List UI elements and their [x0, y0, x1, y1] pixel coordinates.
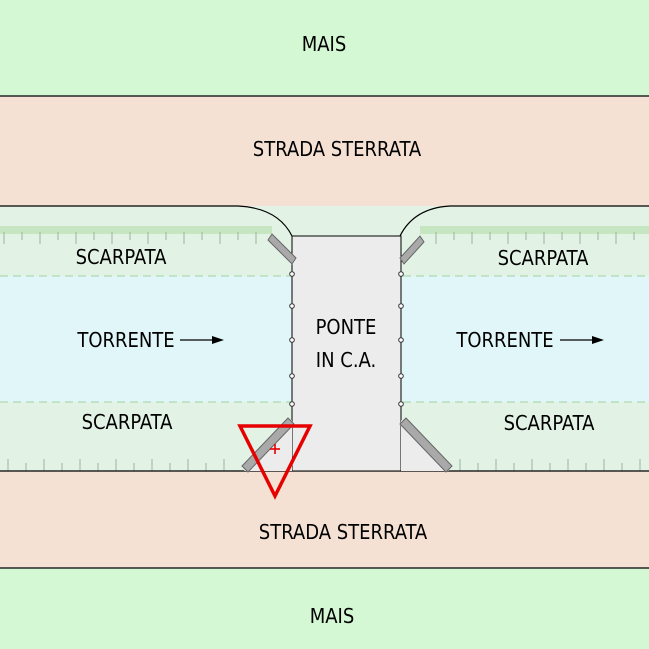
label-stream-left: TORRENTE	[76, 328, 174, 352]
embankment-left	[0, 206, 292, 276]
label-road-bottom: STRADA STERRATA	[259, 520, 428, 544]
road-bottom	[0, 471, 649, 568]
field-bottom	[0, 568, 649, 649]
label-bridge-line1: PONTE	[316, 315, 377, 339]
field-top	[0, 0, 649, 96]
slope-hatch-top-left	[3, 232, 257, 244]
road-curve-left	[237, 205, 293, 237]
flow-arrow-right-icon	[560, 336, 604, 344]
label-field-bottom: MAIS	[310, 604, 355, 628]
vegetation-strip-right	[420, 226, 649, 234]
embankment-right	[400, 206, 649, 276]
wingwall-top-left	[267, 233, 297, 265]
road-top	[0, 96, 649, 206]
label-slope-top-right: SCARPATA	[498, 246, 590, 270]
wingwall-top-right	[399, 235, 425, 265]
road-curve-right	[399, 205, 451, 237]
red-triangle-marker-icon	[237, 424, 313, 500]
label-road-top: STRADA STERRATA	[253, 137, 422, 161]
vegetation-strip-left	[0, 226, 272, 234]
slope-hatch-bottom-left	[7, 459, 225, 471]
bridge-deck	[291, 235, 402, 472]
slope-hatch-top-right	[435, 232, 635, 244]
railing-posts	[289, 271, 404, 407]
label-bridge-line2: IN C.A.	[316, 348, 376, 372]
label-slope-top-left: SCARPATA	[76, 245, 168, 269]
label-slope-bottom-left: SCARPATA	[82, 410, 174, 434]
label-slope-bottom-right: SCARPATA	[504, 411, 596, 435]
label-stream-right: TORRENTE	[455, 328, 553, 352]
flow-arrow-left-icon	[180, 336, 224, 344]
slope-hatch-bottom-right	[459, 459, 641, 471]
label-field-top: MAIS	[302, 32, 347, 56]
wingwall-bottom-right	[399, 417, 453, 473]
